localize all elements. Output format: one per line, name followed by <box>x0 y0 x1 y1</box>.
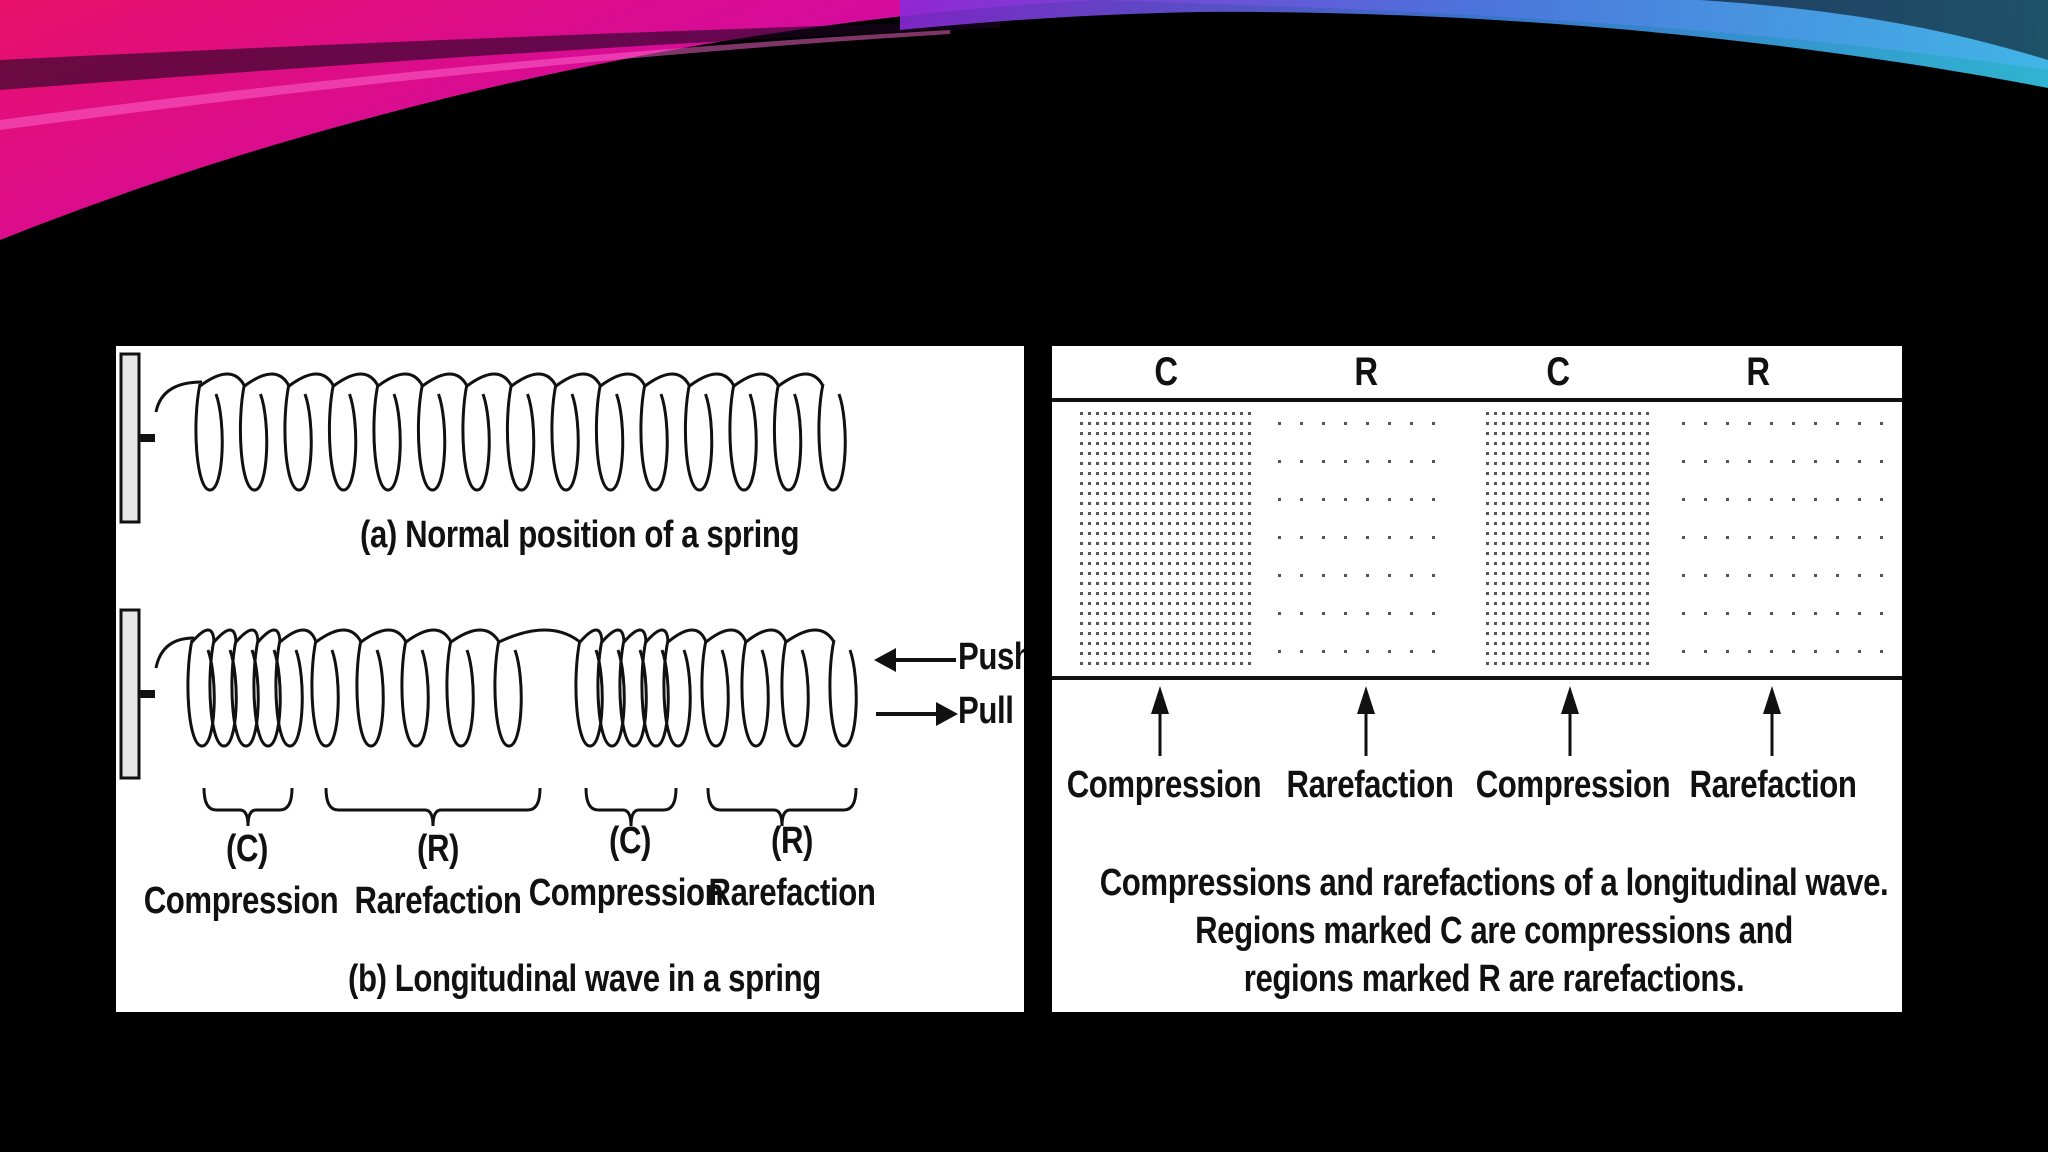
density-diagram-graphic <box>1052 398 1902 756</box>
spring-a-hook <box>139 434 155 442</box>
up-arrow-3 <box>1561 686 1579 756</box>
arrow-label-3: Compression <box>1475 764 1671 806</box>
compression-dots-3 <box>1486 412 1649 665</box>
caption-line-2: Regions marked C are compressions and <box>1195 910 1793 952</box>
region-arrows <box>1151 686 1781 756</box>
spring-b-coils <box>154 628 858 748</box>
compression-dots-1 <box>1080 412 1251 665</box>
rarefaction-dots-2 <box>1278 422 1435 653</box>
arrow-label-4: Rarefaction <box>1689 764 1857 806</box>
region-brace-1 <box>202 787 294 827</box>
caption-b: (b) Longitudinal wave in a spring <box>348 958 821 1000</box>
spring-diagram-graphic <box>119 352 958 827</box>
region-braces <box>202 787 858 827</box>
region-brace-4 <box>706 787 858 827</box>
caption-line-3: regions marked R are rarefactions. <box>1243 958 1745 1000</box>
spring-diagram-panel: (a) Normal position of a spring Push Pul… <box>116 346 1024 1012</box>
region-name-1: Compression <box>143 880 339 922</box>
region-code-2: (R) <box>416 828 460 870</box>
caption-a: (a) Normal position of a spring <box>360 514 800 556</box>
spring-b-hook <box>139 690 155 698</box>
region-code-1: (C) <box>225 828 269 870</box>
wall-b <box>119 608 141 780</box>
spring-coil-path <box>154 628 858 748</box>
spring-coil-path <box>154 372 847 492</box>
spring-a-coils <box>154 372 847 492</box>
particle-dots <box>1080 412 1883 665</box>
top-label-1: C <box>1154 350 1178 394</box>
arrow-label-1: Compression <box>1066 764 1262 806</box>
arrow-label-2: Rarefaction <box>1286 764 1454 806</box>
top-label-2: R <box>1354 350 1378 394</box>
region-code-4: (R) <box>770 820 814 862</box>
top-label-4: R <box>1746 350 1770 394</box>
caption-line-1: Compressions and rarefactions of a longi… <box>1099 862 1889 904</box>
region-brace-3 <box>584 787 678 827</box>
up-arrow-2 <box>1357 686 1375 756</box>
push-label: Push <box>958 636 1024 678</box>
region-brace-2 <box>324 787 542 827</box>
rarefaction-dots-4 <box>1682 422 1883 653</box>
region-name-2: Rarefaction <box>354 880 522 922</box>
pull-arrow <box>876 702 958 726</box>
top-label-3: C <box>1546 350 1570 394</box>
up-arrow-4 <box>1763 686 1781 756</box>
density-diagram-panel: C R C R Compression Rarefaction Compress… <box>1052 346 1902 1012</box>
banner-swoosh <box>0 0 2048 240</box>
wall-a <box>119 352 141 524</box>
pull-label: Pull <box>958 690 1014 732</box>
push-arrow <box>874 648 956 672</box>
region-name-3: Compression <box>528 872 724 914</box>
up-arrow-1 <box>1151 686 1169 756</box>
region-code-3: (C) <box>608 820 652 862</box>
region-name-4: Rarefaction <box>708 872 876 914</box>
